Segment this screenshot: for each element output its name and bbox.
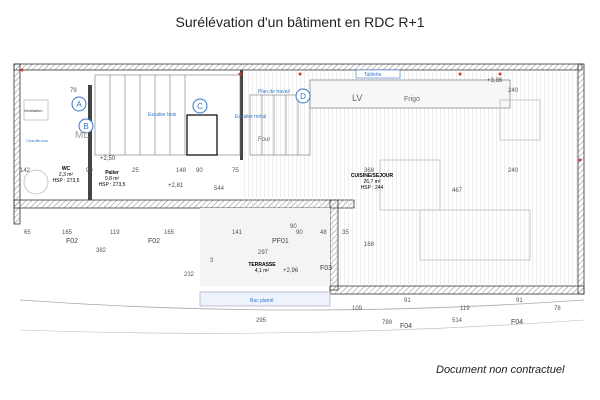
bac-plante-label: Bac planté bbox=[250, 298, 274, 304]
level-3: +2,96 bbox=[283, 268, 299, 274]
cuisine-name: CUISINE/SEJOUR bbox=[351, 173, 394, 179]
dim-142: 142 bbox=[20, 168, 31, 174]
dim-297: 297 bbox=[258, 250, 269, 256]
furniture bbox=[23, 99, 541, 261]
dimension-labels: 79 142 90 90 148 75 25 544 368 240 240 4… bbox=[20, 88, 561, 326]
footer-note: Document non contractuel bbox=[436, 364, 565, 376]
ground-line-2 bbox=[19, 319, 585, 334]
cuisine-area: 26,7 m² bbox=[364, 179, 381, 185]
dim-240b: 240 bbox=[508, 168, 519, 174]
terrace-floor bbox=[200, 208, 330, 286]
frame-f03: F03 bbox=[320, 265, 332, 272]
dim-3: 3 bbox=[210, 258, 214, 264]
dim-789: 789 bbox=[382, 320, 393, 326]
dim-295: 295 bbox=[256, 318, 267, 324]
plan-travail-label: Plan de travail bbox=[258, 89, 290, 95]
dim-240a: 240 bbox=[508, 88, 519, 94]
svg-text:B: B bbox=[83, 122, 88, 131]
level-1: +2,50 bbox=[100, 156, 116, 162]
frame-f04b: F04 bbox=[511, 319, 523, 326]
escalier-metal-label: Escalier métal bbox=[235, 114, 266, 120]
dim-232: 232 bbox=[184, 272, 195, 278]
dim-78: 78 bbox=[554, 306, 561, 312]
svg-text:C: C bbox=[197, 102, 203, 111]
dim-168: 168 bbox=[364, 242, 375, 248]
marker-c: C bbox=[192, 98, 208, 114]
dim-75: 75 bbox=[232, 168, 239, 174]
cuisine-hsp: HSP : 244 bbox=[361, 185, 384, 191]
ml-label: ML bbox=[75, 130, 89, 141]
frigo-label: Frigo bbox=[404, 96, 420, 103]
dim-165a: 165 bbox=[62, 230, 73, 236]
stairs bbox=[94, 74, 311, 156]
wc-hsp: HSP : 273,5 bbox=[53, 178, 80, 184]
svg-text:A: A bbox=[76, 100, 82, 109]
palier-hsp: HSP : 273,5 bbox=[99, 182, 126, 188]
dim-467: 467 bbox=[452, 188, 463, 194]
dim-119a: 119 bbox=[110, 230, 120, 236]
dim-91b: 91 bbox=[516, 298, 523, 304]
dim-141: 141 bbox=[232, 230, 243, 236]
dim-382: 382 bbox=[96, 248, 107, 254]
frame-f02b: F02 bbox=[148, 238, 160, 245]
dim-119b: 119 bbox=[460, 306, 470, 312]
level-2: +2,81 bbox=[168, 183, 184, 189]
dim-544: 544 bbox=[214, 186, 225, 192]
frame-f02a: F02 bbox=[66, 238, 78, 245]
marker-a: A bbox=[71, 96, 87, 112]
wc-area: 2,3 m² bbox=[59, 172, 74, 178]
wc-name: WC bbox=[62, 166, 71, 172]
dim-90d: 90 bbox=[296, 230, 303, 236]
dim-148: 148 bbox=[176, 168, 187, 174]
dim-25: 25 bbox=[132, 168, 139, 174]
lv-label: LV bbox=[352, 93, 362, 103]
dim-368: 368 bbox=[364, 168, 375, 174]
dim-90a: 90 bbox=[86, 168, 93, 174]
dim-65: 65 bbox=[24, 230, 31, 236]
ventilation-label: Ventilation bbox=[24, 108, 42, 113]
dim-90b: 90 bbox=[196, 168, 203, 174]
ground-line bbox=[19, 299, 585, 311]
dim-90c: 90 bbox=[290, 224, 297, 230]
page-title: Surélévation d'un bâtiment en RDC R+1 bbox=[175, 14, 425, 30]
dim-109: 109 bbox=[352, 306, 363, 312]
dim-79: 79 bbox=[70, 88, 77, 94]
dim-514: 514 bbox=[452, 318, 463, 324]
palier-name: Palier bbox=[105, 170, 119, 176]
bac-plante bbox=[199, 291, 331, 307]
terrasse-name: TERRASSE bbox=[248, 262, 276, 268]
tablette-box bbox=[355, 69, 401, 79]
red-marks bbox=[20, 68, 582, 162]
dim-35: 35 bbox=[342, 230, 349, 236]
frame-f04a: F04 bbox=[400, 323, 412, 330]
kitchen-counter bbox=[309, 79, 511, 109]
chauffe-eau-label: Chauffe-eau bbox=[26, 138, 48, 143]
escalier-bois-label: Escalier bois bbox=[148, 112, 177, 118]
palier-area: 0,8 m² bbox=[105, 176, 120, 182]
terrasse-area: 4,1 m² bbox=[255, 268, 270, 274]
dim-91a: 91 bbox=[404, 298, 411, 304]
marker-b: B bbox=[78, 118, 94, 134]
dim-48: 48 bbox=[320, 230, 327, 236]
four-label: Four bbox=[258, 137, 270, 143]
svg-text:D: D bbox=[300, 92, 306, 101]
level-4: +3,86 bbox=[487, 78, 503, 84]
marker-d: D bbox=[295, 88, 311, 104]
tablette-label: Tablette bbox=[364, 72, 382, 78]
dim-165b: 165 bbox=[164, 230, 175, 236]
frame-pf01: PF01 bbox=[272, 238, 289, 245]
